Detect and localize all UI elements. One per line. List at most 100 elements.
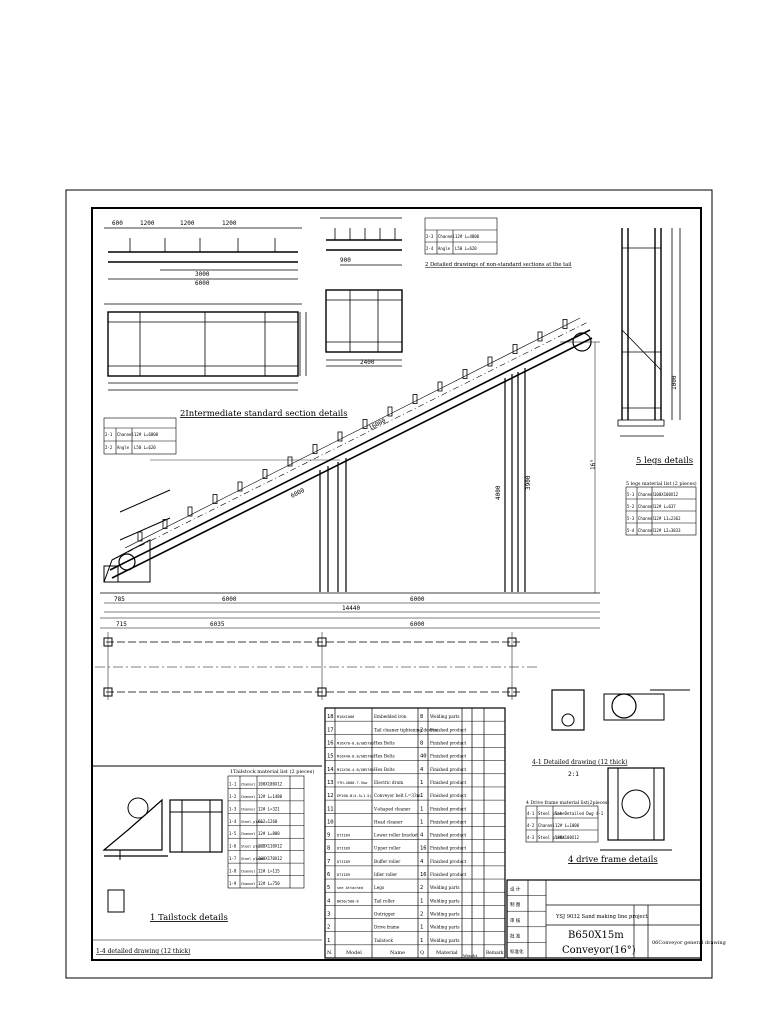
intermediate-material-cell: Channel [117,432,134,437]
upper-roller-mark [337,431,343,442]
parts-row-qty: 1 [420,938,423,944]
legs-material-cell: 5-3 [627,516,635,521]
parts-row-qty: 1 [420,925,423,931]
parts-row-name: Tailstock [374,938,393,943]
upper-roller-mark [512,344,518,354]
legs-list-title: 5 legs material list (2 pieces) [626,480,697,487]
parts-row-qty: 40 [420,754,427,760]
elev-dim-6000-a: 6000 [222,596,237,603]
parts-row-material: Finished product [430,859,467,864]
tailstock-material-cell: Channel [241,882,255,886]
parts-row-model: DTII89 [337,834,350,838]
nonstd-material-cell: 12# L=4800 [455,234,480,239]
parts-row-material: Welding parts [430,938,460,943]
parts-header-name: Name [390,950,405,956]
tailstock-material-cell: 1-6 [229,844,237,849]
nonstd-material-cell: 2-3 [426,234,434,239]
legs-material-cell: Channel [638,492,655,497]
tailstock-material-cell: 1-9 [229,881,237,886]
nonstandard-view-title: 2 Detailed drawings of non-standard sect… [425,262,572,268]
upper-roller-mark [462,369,468,379]
parts-row-material: Welding parts [430,912,460,917]
intermediate-section-view [104,227,307,391]
parts-row-name: Idler roller [374,872,397,877]
upper-roller-mark [437,381,443,392]
signature-label: 审 核 [510,917,521,924]
upper-roller-mark [187,506,193,517]
nonstd-dim-900: 900 [340,257,351,264]
parts-row-material: Finished product [430,846,467,851]
parts-row-qty: 1 [420,819,423,825]
int-dim-1200-b: 1200 [180,220,195,227]
signature-label: 标准化 [510,948,524,955]
outer-frame [65,189,713,979]
leg-dim-3900: 3900 [525,475,532,490]
tailstock-list-title: 1Tailstock material list (2 pieces) [230,768,314,775]
parts-row-material: Finished product [430,793,467,798]
parts-row-name: Hex Bolts [374,767,395,772]
parts-row-qty: 1 [420,898,423,904]
parts-row-model: B650/500-8 [337,899,359,903]
tailstock-material-cell: 1-8 [229,869,237,874]
project-name: YSJ 9032 Sand making line project [555,914,649,920]
upper-roller-mark [312,444,318,454]
parts-row-name: Outrigger [374,912,395,917]
tailstock-material-cell: Steel plate [241,857,263,861]
parts-row-name: Legs [374,885,384,890]
parts-row-name: Tail cleaner tightening device [374,727,438,732]
parts-row-material: Finished product [430,780,467,785]
signature-label: 批 准 [510,932,521,939]
parts-row-material: Welding parts [430,714,460,719]
parts-list-table [324,707,506,959]
drive-material-cell: 4-3 [527,835,535,840]
upper-roller-mark [387,406,393,417]
tailstock-material-cell: Steel plate [241,845,263,849]
parts-row-material: Finished product [430,767,467,772]
drive-frame-view-title: 4 drive frame details [568,855,658,865]
parts-row-no: 3 [327,912,330,918]
detail-4-1-view [551,689,690,731]
parts-row-model: DTII89 [337,847,350,851]
intermediate-material-cell: 2-1 [105,432,113,437]
tailstock-material-cell: Channel [241,870,255,874]
parts-row-no: 10 [327,819,334,825]
tailstock-material-cell: 100X100X12 [258,781,283,786]
drive-material-cell: Steel plate [538,811,565,816]
parts-row-no: 2 [327,925,330,931]
detail-4-1-scale: 2:1 [568,771,579,778]
parts-row-name: V-shaped cleaner [373,806,410,811]
slope-dim-16000: 16000 [368,417,388,432]
inner-frame [91,207,702,961]
parts-row-qty: 2 [420,727,423,733]
parts-row-material: Finished product [430,806,467,811]
parts-row-name: Upper roller [374,846,400,851]
legs-material-cell: 5-1 [627,492,635,497]
parts-row-model: M12X30-4.8/GB5783 [337,768,374,772]
int-dim-1200-a: 1200 [140,220,155,227]
legs-view-title: 5 legs details [636,456,693,466]
intermediate-material-cell: 2-2 [105,445,113,450]
tailstock-detail-view [92,765,322,941]
upper-roller-mark [562,319,568,329]
intermediate-material-cell: L50 L=620 [134,445,156,450]
parts-row-qty: 1 [420,793,423,799]
drawing-name: 06Conveyor general drawing [652,940,727,946]
parts-row-model: DTII89 [337,860,350,864]
intermediate-material-cell: Angle [117,445,130,450]
intermediate-material-cell: 12# L=6000 [134,432,159,437]
legs-material-cell: 100X100X12 [654,492,679,497]
upper-roller-mark [237,481,243,492]
parts-row-qty: 16 [420,846,427,852]
legs-material-cell: 5-4 [627,528,635,533]
upper-roller-mark [212,494,218,504]
parts-row-no: 9 [327,833,330,839]
parts-row-name: Hex Bolts [374,740,395,745]
tailstock-material-cell: 1-7 [229,856,237,861]
detail-4-1-title: 4-1 Detailed drawing (12 thick) [532,759,627,766]
parts-row-no: 1 [327,938,330,944]
parts-row-material: Finished product [430,819,467,824]
tailstock-material-table [227,775,305,889]
intermediate-view-title: 2Intermediate standard section details [180,409,348,419]
title-block [506,879,702,959]
